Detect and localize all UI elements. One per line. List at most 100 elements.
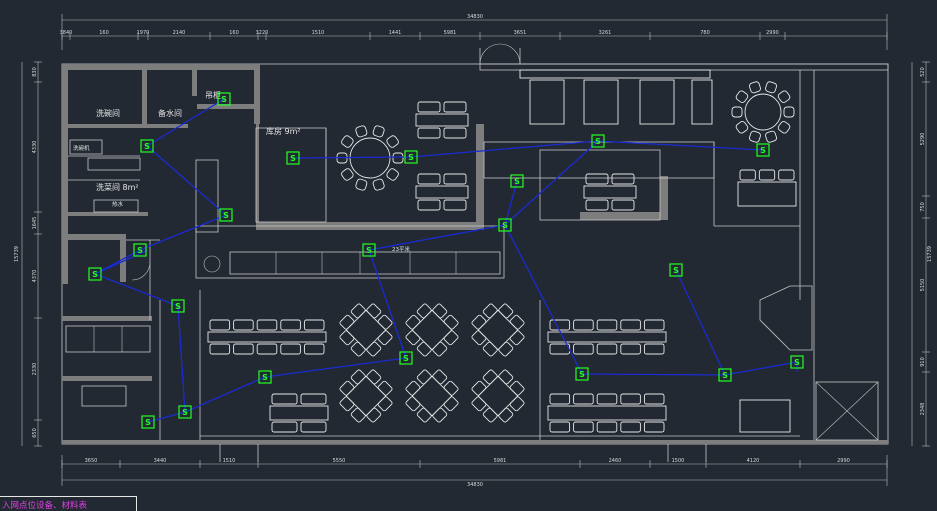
dining-tables: [207, 101, 797, 433]
dimension-label: 750: [920, 202, 926, 212]
kitchen-walls: [62, 64, 888, 444]
dimension-label: 5981: [494, 458, 507, 464]
access-point-icon[interactable]: S: [141, 415, 155, 429]
svg-text:S: S: [595, 137, 601, 146]
access-point-icon[interactable]: S: [404, 150, 418, 164]
label-storage: 库房 9m²: [266, 126, 301, 136]
dimension-label: 3840: [60, 30, 73, 36]
label-dish-room: 洗菜间 8m²: [96, 182, 139, 192]
round-table-private-room: [336, 125, 404, 191]
svg-text:S: S: [290, 154, 296, 163]
label-washroom: 洗碗间: [96, 108, 120, 118]
svg-text:S: S: [223, 211, 229, 220]
overall-width-bottom: 34830: [467, 482, 483, 488]
svg-text:S: S: [722, 371, 728, 380]
svg-text:S: S: [137, 246, 143, 255]
access-point-icon[interactable]: S: [171, 299, 185, 313]
overall-height-left: 15739: [14, 246, 20, 262]
access-point-icon[interactable]: S: [88, 267, 102, 281]
right-dimension-chain: 15739 520 5290 750 5150 910 2348: [911, 61, 933, 447]
svg-text:S: S: [221, 95, 227, 104]
access-point-icon[interactable]: S: [756, 143, 770, 157]
access-point-icon[interactable]: S: [669, 263, 683, 277]
svg-text:S: S: [579, 370, 585, 379]
dimension-label: 3440: [154, 458, 167, 464]
access-point-icon[interactable]: S: [591, 134, 605, 148]
bottom-dimension-chain: 34830 3650 3440 1510 5550 5981 2460 1500 4120 29…: [61, 455, 888, 488]
round-table-top-right: [731, 81, 795, 143]
svg-text:S: S: [144, 142, 150, 151]
svg-text:S: S: [175, 302, 181, 311]
label-area-tag: 23平米: [392, 245, 410, 253]
svg-text:S: S: [760, 146, 766, 155]
left-dimension-chain: 15739 830 4330 1645 4370 2330 650: [14, 61, 42, 447]
svg-text:S: S: [403, 354, 409, 363]
svg-text:S: S: [514, 177, 520, 186]
overall-width-top: 34830: [467, 14, 483, 20]
dimension-label: 2460: [609, 458, 622, 464]
dimension-label: 1645: [32, 217, 38, 230]
access-point-icon[interactable]: S: [219, 208, 233, 222]
svg-text:S: S: [673, 266, 679, 275]
label-washing: 洗碗机: [73, 144, 90, 152]
svg-text:S: S: [408, 153, 414, 162]
svg-text:S: S: [502, 221, 508, 230]
access-point-icon[interactable]: S: [133, 243, 147, 257]
access-point-icon[interactable]: S: [790, 355, 804, 369]
dimension-label: 3650: [85, 458, 98, 464]
svg-text:S: S: [262, 373, 268, 382]
dimension-label: 3261: [599, 30, 612, 36]
dimension-label: 650: [32, 428, 38, 438]
dimension-label: 910: [920, 357, 926, 367]
dimension-label: 2990: [837, 458, 850, 464]
dimension-label: 4370: [32, 270, 38, 283]
dimension-label: 4120: [747, 458, 760, 464]
label-hot-water: 热水: [112, 200, 124, 208]
access-points: S S S S S S S S S S S S S S S S S S S S S: [88, 92, 804, 429]
dimension-label: 160: [99, 30, 109, 36]
dimension-label: 830: [32, 67, 38, 77]
svg-text:S: S: [794, 358, 800, 367]
dimension-label: 1510: [223, 458, 236, 464]
diagonal-tables: [339, 303, 525, 423]
dimension-label: 3651: [514, 30, 527, 36]
access-point-icon[interactable]: S: [399, 351, 413, 365]
dimension-label: 5290: [920, 133, 926, 146]
dimension-label: 520: [920, 67, 926, 77]
svg-text:S: S: [366, 246, 372, 255]
access-point-icon[interactable]: S: [140, 139, 154, 153]
dimension-label: 1500: [672, 458, 685, 464]
dimension-label: 2140: [173, 30, 186, 36]
access-point-icon[interactable]: S: [498, 218, 512, 232]
dimension-label: 160: [229, 30, 239, 36]
dimension-label: 4330: [32, 141, 38, 154]
access-point-icon[interactable]: S: [575, 367, 589, 381]
equipment-note: 入网点位设备、材料表: [0, 496, 137, 511]
access-point-icon[interactable]: S: [258, 370, 272, 384]
dimension-label: 2330: [32, 363, 38, 376]
dimension-label: 780: [700, 30, 710, 36]
access-point-icon[interactable]: S: [217, 92, 231, 106]
access-point-icon[interactable]: S: [286, 151, 300, 165]
label-water-room: 备水间: [158, 108, 182, 118]
access-point-icon[interactable]: S: [718, 368, 732, 382]
access-point-icon[interactable]: S: [178, 405, 192, 419]
dimension-label: 5981: [444, 30, 457, 36]
dimension-label: 2348: [920, 403, 926, 416]
dimension-label: 1970: [137, 30, 150, 36]
dimension-label: 1510: [312, 30, 325, 36]
dimension-label: 3220: [256, 30, 269, 36]
dimension-label: 2990: [766, 30, 779, 36]
dimension-label: 5550: [333, 458, 346, 464]
booth-tables-top: [519, 69, 713, 125]
access-point-icon[interactable]: S: [362, 243, 376, 257]
svg-text:S: S: [145, 418, 151, 427]
access-point-icon[interactable]: S: [510, 174, 524, 188]
svg-text:S: S: [92, 270, 98, 279]
dimension-label: 5150: [920, 279, 926, 292]
overall-height-right: 15739: [927, 246, 933, 262]
interior-lines: [65, 70, 879, 441]
network-cabling: [93, 98, 798, 423]
